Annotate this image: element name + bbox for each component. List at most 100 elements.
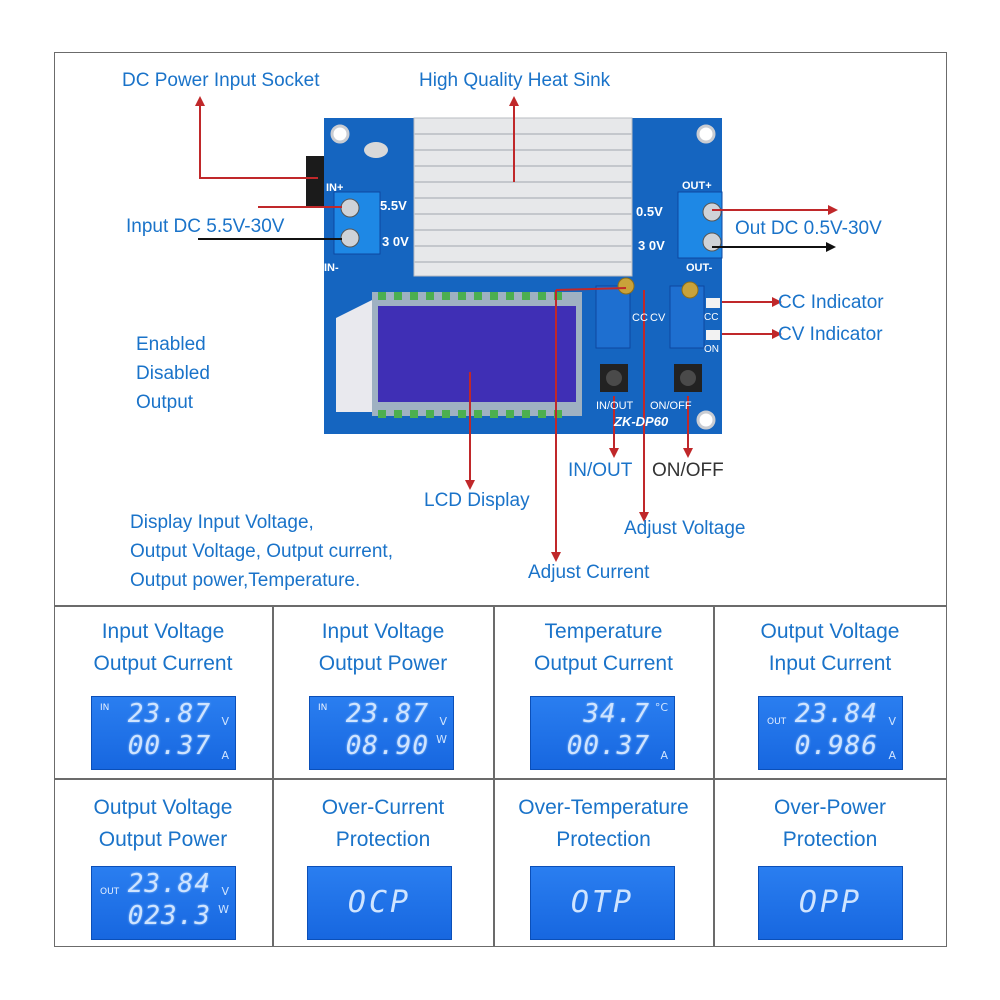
mode-6-lcd: OCP (307, 866, 452, 940)
board-model: ZK-DP60 (614, 414, 669, 429)
board-cc-led-label: CC (704, 312, 719, 323)
board-in-plus: IN+ (326, 182, 344, 194)
mode-6-code: OCP (347, 885, 412, 920)
input-terminal-block (333, 191, 381, 255)
board-in-v2: 3 0V (382, 234, 409, 249)
mode-3-title-line-2: Output Current (534, 652, 673, 675)
callout-arrows (199, 104, 828, 552)
mode-2-title: Input Voltage Output Power (273, 616, 493, 680)
board-illustration (195, 96, 838, 562)
mode-3-title-line-1: Temperature (544, 620, 663, 643)
board-in-minus: IN- (324, 262, 339, 274)
mode-1-title-line-2: Output Current (93, 652, 233, 675)
mode-4-line-1: 23.84 (794, 699, 878, 729)
mode-2-line-1: 23.87 (345, 699, 429, 729)
mode-4-tag: OUT (767, 717, 787, 727)
mode-3-line-2: 00.37 (566, 731, 650, 761)
mode-1-line-1: 23.87 (127, 699, 211, 729)
mode-4-line-2: 0.986 (794, 731, 878, 761)
mode-7-title-line-2: Protection (556, 828, 651, 851)
divider-col3 (713, 605, 715, 947)
board-out-minus: OUT- (686, 262, 713, 274)
capacitor-pad (364, 142, 388, 158)
board-cv: CV (650, 312, 666, 324)
voltage-pot-knob (681, 281, 699, 299)
mode-5-title-line-1: Output Voltage (93, 796, 233, 819)
mode-4-title-line-2: Input Current (768, 652, 892, 675)
mode-3-unit-1: °C (654, 701, 668, 714)
board-button-on-off: ON/OFF (650, 400, 692, 412)
input-screw-1 (340, 198, 360, 218)
divider-middle (54, 778, 947, 780)
display-line-3: Output power,Temperature. (130, 570, 361, 591)
mode-5-line-2: 023.3 (127, 901, 211, 931)
mount-hole-tr (696, 124, 716, 144)
mode-6-title-line-1: Over-Current (321, 796, 445, 819)
board-button-in-out: IN/OUT (596, 400, 634, 412)
divider-col2 (493, 605, 495, 947)
label-cc-indicator: CC Indicator (778, 292, 884, 313)
lcd-bezel-shadow (336, 300, 372, 412)
mode-5-unit-2: W (218, 903, 229, 916)
callout-arrow-heads (195, 96, 782, 562)
in-out-button-cap (606, 370, 622, 386)
cv-led (706, 330, 720, 340)
display-line-2: Output Voltage, Output current, (130, 541, 393, 562)
board-in-v1: 5.5V (380, 198, 407, 213)
mode-1-lcd: IN 23.87 V 00.37 A (91, 696, 236, 770)
output-screw-2 (702, 232, 722, 252)
mount-hole-tl (330, 124, 350, 144)
mode-7-title-line-1: Over-Temperature (518, 796, 689, 819)
label-lcd-display: LCD Display (424, 490, 530, 511)
cc-led (706, 298, 720, 308)
mode-8-title-line-1: Over-Power (773, 796, 887, 819)
board-cc: CC (632, 312, 648, 324)
wire-arrows (198, 238, 826, 248)
label-on-off: ON/OFF (652, 460, 724, 481)
mode-6-title-line-2: Protection (335, 828, 431, 851)
mode-4-unit-1: V (888, 715, 896, 728)
enabled-line-1: Enabled (136, 334, 206, 355)
mode-5-line-1: 23.84 (127, 869, 211, 899)
display-line-1: Display Input Voltage, (130, 512, 314, 533)
mode-7-code: OTP (570, 885, 635, 920)
label-output-dc: Out DC 0.5V-30V (735, 218, 882, 239)
outer-frame (54, 52, 947, 947)
mode-1-unit-1: V (221, 715, 229, 728)
mode-5-tag: OUT (100, 887, 120, 897)
label-heat-sink: High Quality Heat Sink (419, 70, 611, 91)
mode-4-title: Output Voltage Input Current (714, 616, 946, 680)
mode-3-title: Temperature Output Current (494, 616, 713, 680)
label-adjust-voltage: Adjust Voltage (624, 518, 746, 539)
mount-hole-br (696, 410, 716, 430)
mode-4-title-line-1: Output Voltage (760, 620, 900, 643)
mode-1-tag: IN (100, 703, 110, 713)
mode-1-line-2: 00.37 (127, 731, 211, 761)
mode-2-title-line-1: Input Voltage (321, 620, 445, 643)
label-cv-indicator: CV Indicator (778, 324, 883, 345)
lcd-pins-bottom (378, 410, 562, 418)
enabled-line-2: Disabled (136, 363, 210, 384)
label-input-dc: Input DC 5.5V-30V (126, 216, 285, 237)
mode-4-unit-2: A (888, 749, 896, 762)
mode-2-title-line-2: Output Power (318, 652, 448, 675)
input-screw-2 (340, 228, 360, 248)
board-out-plus: OUT+ (682, 180, 712, 192)
current-pot-knob (617, 277, 635, 295)
mode-1-title-line-1: Input Voltage (101, 620, 225, 643)
mode-3-line-1: 34.7 (583, 699, 650, 729)
mode-1-unit-2: A (221, 749, 229, 762)
mode-4-lcd: OUT 23.84 V 0.986 A (758, 696, 903, 770)
board-out-v2: 3 0V (638, 238, 665, 253)
mode-3-lcd: 34.7 °C 00.37 A (530, 696, 675, 770)
mode-2-line-2: 08.90 (345, 731, 429, 761)
mode-5-title-line-2: Output Power (98, 828, 228, 851)
divider-col1 (272, 605, 274, 947)
mode-5-unit-1: V (221, 885, 229, 898)
mode-2-lcd: IN 23.87 V 08.90 W (309, 696, 454, 770)
mode-7-title: Over-Temperature Protection (494, 792, 713, 856)
mode-2-tag: IN (318, 703, 328, 713)
label-dc-socket: DC Power Input Socket (122, 70, 320, 91)
mode-8-title-line-2: Protection (782, 828, 878, 851)
mode-2-unit-1: V (439, 715, 447, 728)
